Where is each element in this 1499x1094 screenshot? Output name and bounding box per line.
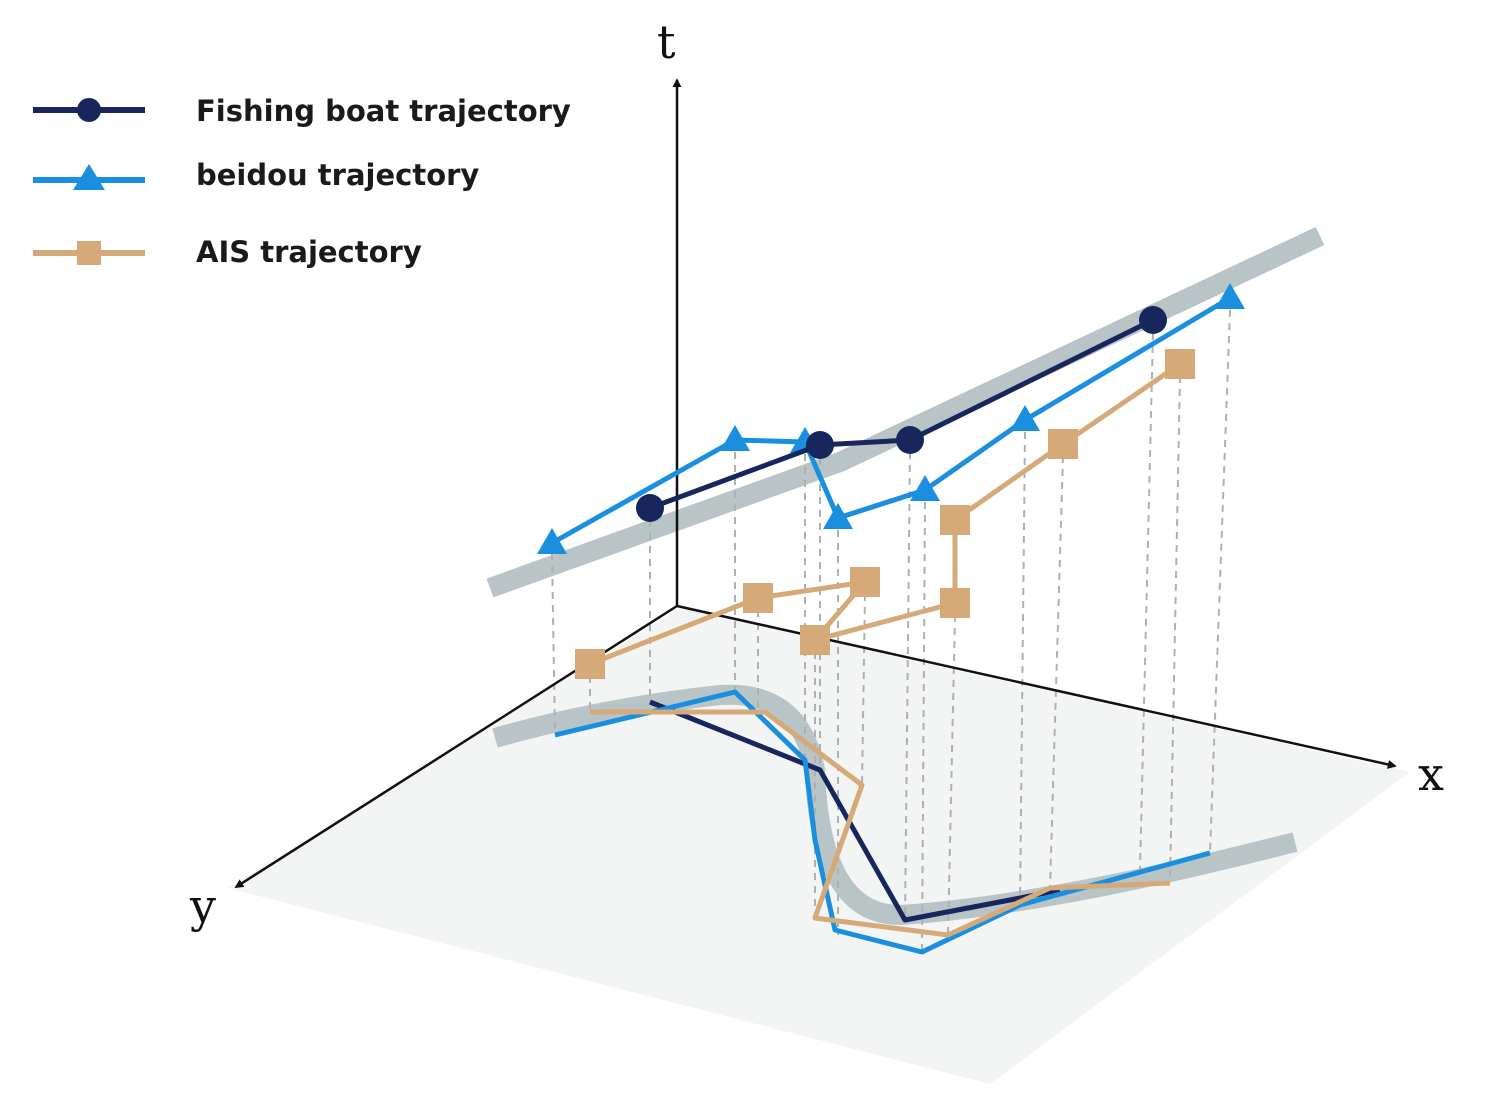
x-axis — [676, 604, 1397, 769]
legend: Fishing boat trajectory beidou trajector… — [33, 94, 571, 269]
legend-label: beidou trajectory — [196, 158, 479, 192]
fishing-boat-point — [806, 431, 834, 459]
fishing-boat-trajectory — [636, 306, 1167, 522]
ais-point — [1048, 429, 1078, 459]
y-axis-label: y — [189, 879, 216, 933]
ais-point — [1165, 349, 1195, 379]
ais-trajectory-markers — [575, 349, 1195, 679]
square-marker-icon — [77, 241, 101, 265]
fishing-boat-point — [636, 494, 664, 522]
ais-point — [940, 505, 970, 535]
fishing-boat-point — [896, 426, 924, 454]
ais-point — [850, 567, 880, 597]
drop-line — [921, 501, 926, 953]
circle-marker-icon — [77, 98, 101, 122]
t-axis-label: t — [657, 15, 676, 69]
x-axis-label: x — [1418, 747, 1444, 801]
fishing-boat-trajectory-line — [649, 317, 1155, 511]
drop-line — [1169, 375, 1181, 884]
legend-label: Fishing boat trajectory — [196, 94, 571, 128]
ais-ground-projection — [590, 709, 1171, 938]
legend-item-fishing-boat: Fishing boat trajectory — [33, 94, 571, 128]
fishing-boat-trajectory-markers — [636, 306, 1167, 522]
beidou-point — [1010, 405, 1040, 431]
beidou-point — [1215, 283, 1245, 309]
beidou-trajectory — [537, 283, 1245, 554]
beidou-point — [910, 475, 940, 501]
ais-point — [940, 588, 970, 618]
drop-line — [1139, 332, 1154, 871]
drop-line — [1019, 431, 1026, 906]
ais-trajectory-line — [589, 361, 1182, 667]
beidou-point — [537, 528, 567, 554]
ais-point — [575, 649, 605, 679]
legend-item-ais: AIS trajectory — [33, 235, 422, 269]
reference-path-elevated — [486, 226, 1325, 598]
legend-item-beidou: beidou trajectory — [33, 158, 479, 192]
ais-point — [800, 625, 830, 655]
ais-point — [743, 583, 773, 613]
legend-label: AIS trajectory — [196, 235, 422, 269]
triangle-marker-icon — [73, 164, 105, 190]
fishing-boat-point — [1139, 306, 1167, 334]
drop-line — [551, 552, 556, 736]
beidou-point — [720, 425, 750, 451]
beidou-point — [823, 503, 853, 529]
drop-line — [904, 451, 911, 921]
ais-trajectory — [575, 349, 1195, 679]
